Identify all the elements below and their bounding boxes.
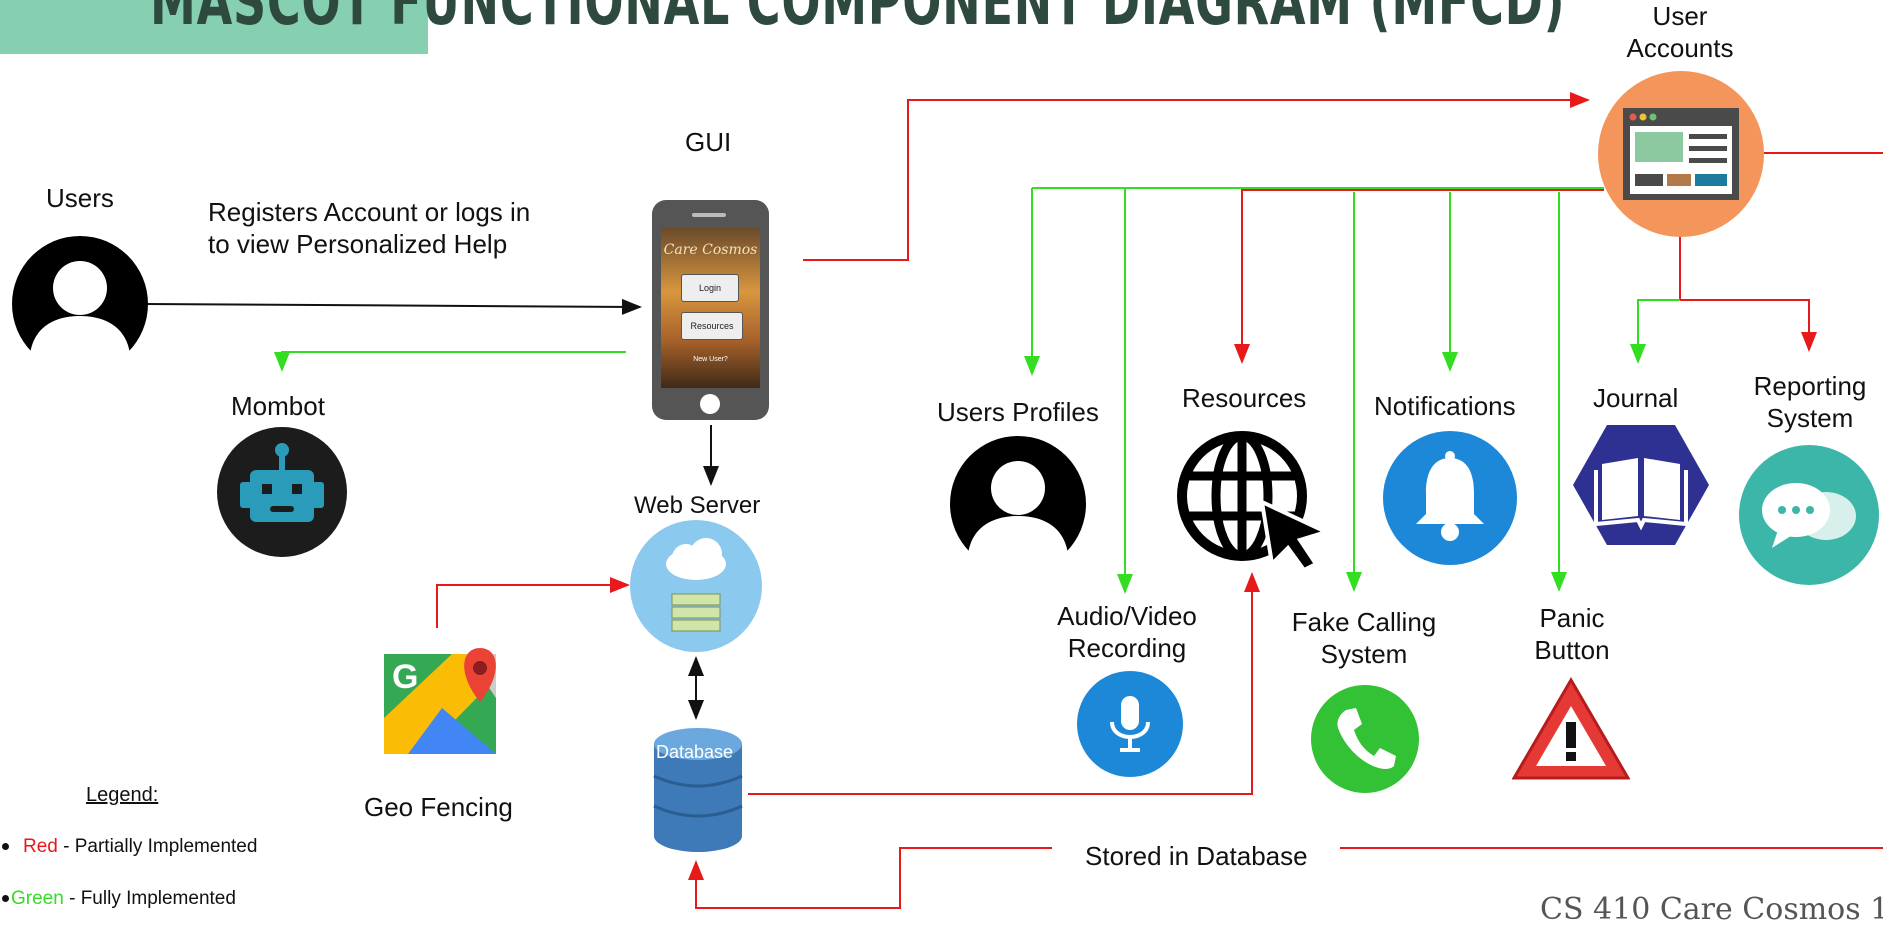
useraccounts-label: User Accounts (1626, 1, 1734, 63)
journal-label: Journal (1593, 383, 1679, 413)
legend-red-word: Red (23, 836, 58, 857)
bell-icon (1383, 431, 1517, 565)
stored-line-left (688, 847, 1052, 909)
diagram-title: MASCOT FUNCTIONAL COMPONENT DIAGRAM (MFC… (150, 0, 1566, 40)
legend-bullet-icon (2, 895, 9, 903)
useraccounts-to-resources-arrow (1234, 189, 1604, 364)
phone-call-icon (1311, 685, 1419, 793)
legend-green-desc: - Fully Implemented (63, 888, 236, 909)
svg-text:G: G (392, 658, 418, 696)
webserver-label: Web Server (634, 492, 761, 519)
robot-icon (217, 427, 347, 557)
globe-cursor-icon (1177, 431, 1328, 572)
title-banner (0, 0, 428, 54)
database-to-resources-arrow (748, 572, 1260, 795)
mombot-label: Mombot (231, 391, 325, 421)
maps-pin-icon: G (384, 648, 496, 754)
usersprofiles-label: Users Profiles (937, 397, 1099, 427)
cloud-server-icon (630, 520, 762, 652)
gui-label: GUI (685, 127, 732, 157)
footer-text: CS 410 Care Cosmos 11 (1540, 892, 1883, 927)
chat-bubbles-icon (1739, 445, 1879, 585)
useraccounts-to-reporting-arrow (1680, 299, 1817, 352)
geofencing-to-webserver-arrow (436, 577, 630, 628)
new-user-text[interactable]: New User? (693, 356, 728, 363)
phone-home-button (700, 394, 720, 414)
phone-mockup[interactable]: Care Cosmos Login Resources New User? (652, 200, 769, 420)
resources-label: Resources (1182, 383, 1307, 413)
fakecalling-label: Fake Calling System (1291, 607, 1437, 669)
login-button[interactable]: Login (681, 274, 739, 302)
warning-triangle-icon (1512, 677, 1630, 780)
legend-green: Green - Fully Implemented (2, 888, 236, 910)
resources-button[interactable]: Resources (681, 312, 743, 340)
legend-bullet-icon (2, 843, 9, 851)
users-label: Users (46, 183, 114, 213)
app-name: Care Cosmos (663, 242, 758, 258)
phone-screen: Care Cosmos Login Resources New User? (661, 228, 760, 388)
microphone-icon (1077, 671, 1183, 777)
profile-avatar-icon (950, 436, 1086, 554)
registers-note: Registers Account or logs in to view Per… (208, 197, 531, 259)
geofencing-label: Geo Fencing (364, 792, 513, 822)
book-icon (1573, 425, 1709, 545)
reportingsystem-label: Reporting System (1753, 371, 1867, 433)
storedindb-label: Stored in Database (1085, 841, 1308, 871)
notifications-label: Notifications (1374, 391, 1516, 421)
audiovideo-label: Audio/Video Recording (1057, 601, 1197, 663)
users-to-gui-arrow (144, 298, 642, 315)
useraccounts-to-journal-arrow (1630, 299, 1680, 364)
legend-red: Red - Partially Implemented (2, 836, 257, 858)
database-icon (653, 728, 743, 852)
gui-to-useraccounts-arrow (803, 92, 1590, 261)
users-avatar-icon (12, 236, 148, 354)
gui-to-mombot-arrow (274, 351, 626, 372)
legend-title: Legend: (86, 784, 159, 806)
panicbutton-label: Panic Button (1534, 603, 1610, 665)
account-window-icon (1598, 71, 1764, 237)
legend-red-desc: - Partially Implemented (57, 836, 258, 857)
database-label: Database (656, 742, 734, 762)
legend-green-word: Green (11, 888, 64, 909)
